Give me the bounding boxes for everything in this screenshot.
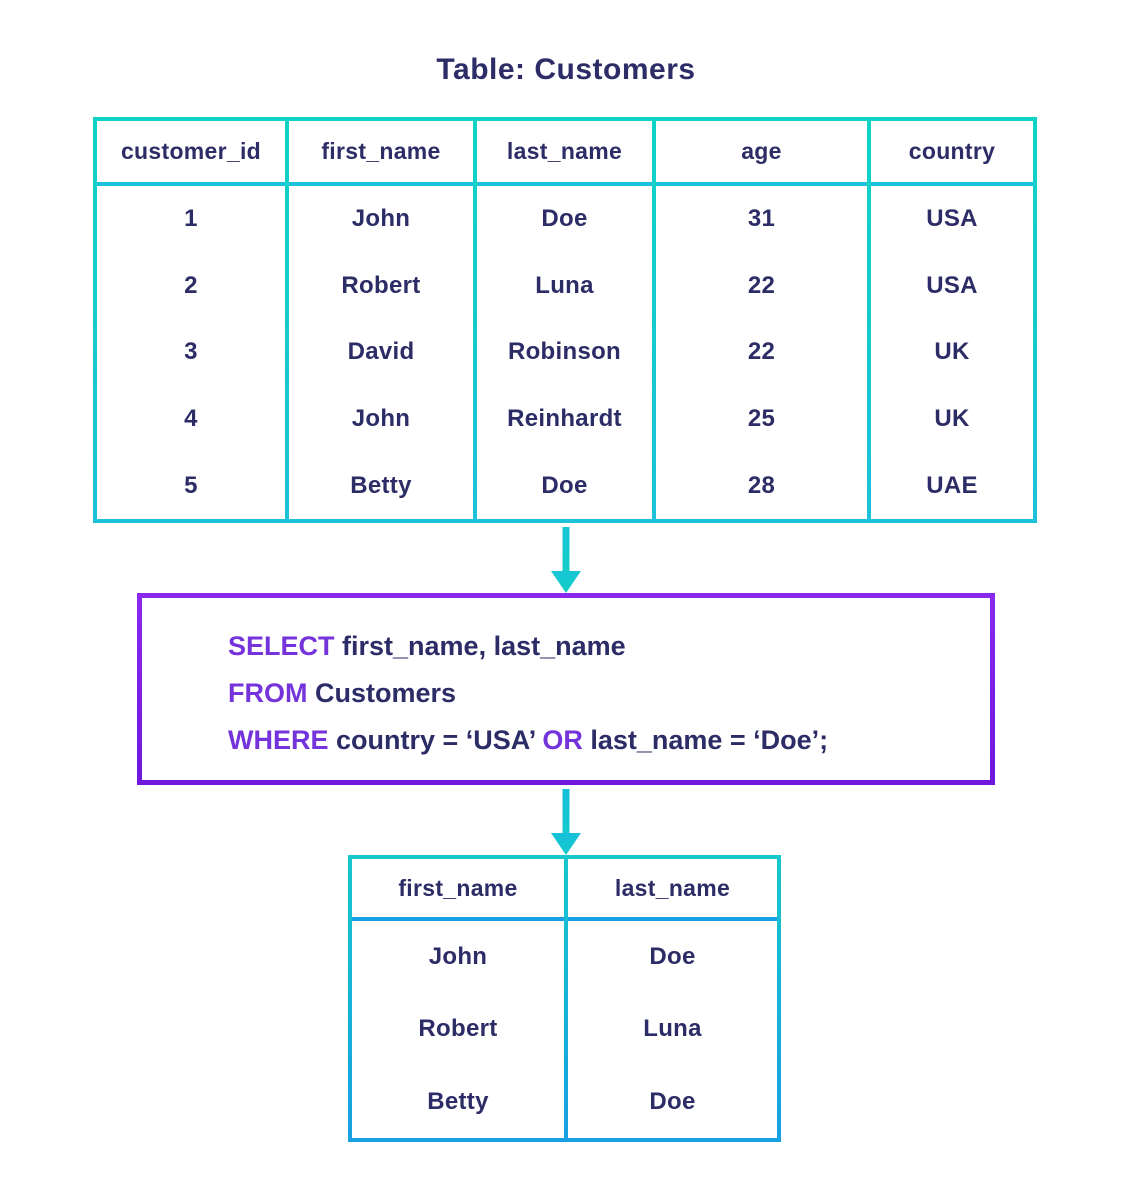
customers-table: customer_id 1 2 3 4 5 first_name John Ro… (93, 117, 1037, 523)
table-cell: Betty (350, 471, 412, 499)
table-cell: 5 (184, 471, 198, 499)
result-table: first_name John Robert Betty last_name D… (348, 855, 781, 1142)
table-cell: Robert (341, 271, 421, 299)
table-cell: 2 (184, 271, 198, 299)
column-first-name: first_name John Robert Betty (352, 859, 568, 1138)
arrow-down-icon (551, 527, 581, 593)
table-cell: 1 (184, 205, 198, 233)
column-header: first_name (352, 859, 564, 921)
table-cell: 22 (747, 338, 776, 366)
column-first-name: first_name John Robert David John Betty (289, 121, 477, 519)
sql-line-select: SELECT first_name, last_name (228, 623, 980, 670)
table-cell: Reinhardt (507, 405, 622, 433)
table-cell: David (347, 338, 415, 366)
table-cell: Doe (649, 1087, 696, 1115)
column-customer-id: customer_id 1 2 3 4 5 (97, 121, 289, 519)
table-cell: John (351, 205, 411, 233)
column-header: first_name (289, 121, 473, 186)
sql-keyword: OR (542, 725, 583, 755)
diagram-title: Table: Customers (436, 53, 696, 86)
sql-keyword: SELECT (228, 631, 335, 661)
table-cell: Robert (418, 1015, 498, 1043)
column-header: last_name (568, 859, 777, 921)
table-cell: John (351, 405, 411, 433)
table-cell: 28 (747, 471, 776, 499)
table-cell: Luna (535, 271, 594, 299)
column-country: country USA USA UK UK UAE (871, 121, 1033, 519)
table-cell: Doe (541, 205, 588, 233)
sql-text: Customers (307, 678, 457, 708)
column-header: last_name (477, 121, 652, 186)
sql-line-where: WHERE country = ‘USA’ OR last_name = ‘Do… (228, 717, 980, 764)
table-cell: 31 (747, 205, 776, 233)
column-header: age (656, 121, 867, 186)
table-cell: UK (934, 338, 970, 366)
table-cell: UK (934, 405, 970, 433)
arrow-down-icon (551, 789, 581, 855)
column-header: customer_id (97, 121, 285, 186)
table-cell: 4 (184, 405, 198, 433)
table-cell: Doe (649, 943, 696, 971)
table-cell: USA (926, 271, 978, 299)
column-age: age 31 22 22 25 28 (656, 121, 871, 519)
table-cell: UAE (926, 471, 978, 499)
column-last-name: last_name Doe Luna Doe (568, 859, 777, 1138)
sql-keyword: FROM (228, 678, 308, 708)
sql-text: country = ‘USA’ (328, 725, 543, 755)
sql-text: last_name = ‘Doe’; (582, 725, 829, 755)
table-cell: 3 (184, 338, 198, 366)
column-last-name: last_name Doe Luna Robinson Reinhardt Do… (477, 121, 656, 519)
table-cell: Luna (643, 1015, 702, 1043)
column-header: country (871, 121, 1033, 186)
table-cell: Betty (427, 1087, 489, 1115)
table-cell: Doe (541, 471, 588, 499)
sql-keyword: WHERE (228, 725, 329, 755)
table-cell: 22 (747, 271, 776, 299)
sql-text: first_name, last_name (334, 631, 626, 661)
sql-query-box: SELECT first_name, last_name FROM Custom… (137, 593, 995, 785)
table-cell: 25 (747, 405, 776, 433)
table-cell: John (428, 943, 488, 971)
table-cell: USA (926, 205, 978, 233)
sql-line-from: FROM Customers (228, 670, 980, 717)
table-cell: Robinson (507, 338, 622, 366)
